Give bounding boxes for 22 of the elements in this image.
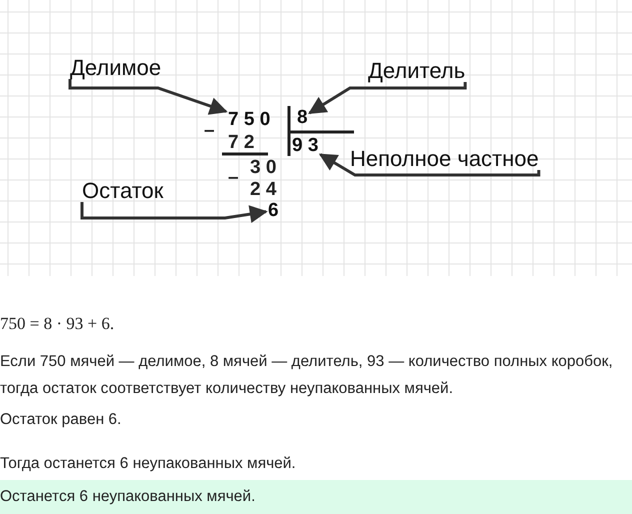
term-label: Неполное частное xyxy=(350,148,539,170)
term-label: Делитель xyxy=(368,60,466,82)
equation-text: 750 = 8 · 93 + 6. xyxy=(0,314,114,334)
dividend-number: 7 5 0 xyxy=(228,110,270,129)
subtrahend-number: 7 2 xyxy=(228,132,254,154)
difference-number: 3 0 xyxy=(250,157,276,179)
divisor-number: 8 xyxy=(297,108,308,127)
minus-sign: – xyxy=(228,167,239,189)
leader-arrow xyxy=(80,202,268,223)
explanation-text: Если 750 мячей — делимое, 8 мячей — делитель, 93 — количество полных коробок, тогда остаток соответствует количеству неупакованных мячей. xyxy=(0,352,614,399)
quotient-number: 9 3 xyxy=(292,136,318,155)
term-label: Остаток xyxy=(82,180,164,202)
term-label: Делимое xyxy=(70,57,162,79)
leader-arrow xyxy=(308,82,467,114)
minus-sign: – xyxy=(204,120,215,142)
explanation-text: Остаток равен 6. xyxy=(0,411,122,429)
remainder-number: 6 xyxy=(268,201,279,220)
subtrahend-number: 2 4 xyxy=(250,179,276,201)
leader-arrow xyxy=(318,153,540,176)
explanation-text: Тогда останется 6 неупакованных мячей. xyxy=(0,455,296,473)
leader-arrow xyxy=(68,79,228,115)
answer-text: Останется 6 неупакованных мячей. xyxy=(0,480,632,514)
